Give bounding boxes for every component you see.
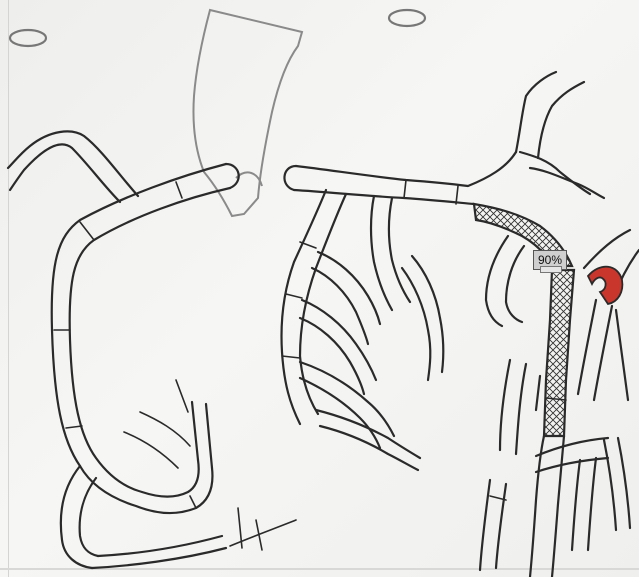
calibration-marker-right bbox=[389, 10, 425, 26]
right-coronary-artery bbox=[8, 131, 296, 568]
sinus-cusp bbox=[236, 172, 262, 186]
calibration-marker-left bbox=[10, 30, 46, 46]
red-occlusion-icon[interactable] bbox=[588, 267, 622, 304]
stenosis-sublabel-box bbox=[540, 266, 562, 273]
stent-distal bbox=[544, 270, 574, 436]
left-coronary-system bbox=[282, 72, 639, 577]
